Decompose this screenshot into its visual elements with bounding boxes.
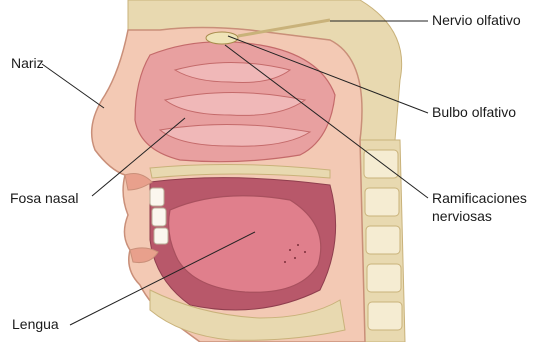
label-nervio-olfativo: Nervio olfativo <box>432 12 521 29</box>
label-ramificaciones-line1: Ramificaciones <box>432 190 527 207</box>
label-fosa-nasal: Fosa nasal <box>10 190 78 207</box>
label-bulbo-olfativo: Bulbo olfativo <box>432 104 516 121</box>
vertebra-segments <box>364 150 402 330</box>
label-lengua: Lengua <box>12 316 59 333</box>
label-ramificaciones-line2: nerviosas <box>432 208 492 225</box>
label-nariz: Nariz <box>11 55 44 72</box>
leader-nariz <box>42 64 104 108</box>
